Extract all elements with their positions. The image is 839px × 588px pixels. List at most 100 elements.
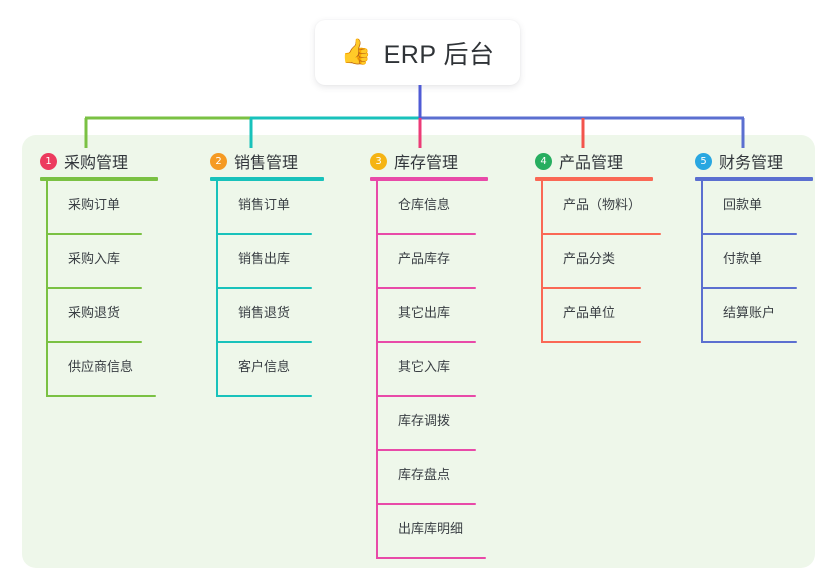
leaf-rule [376, 287, 476, 289]
branch-badge-1: 1 [40, 152, 57, 170]
list-item[interactable]: 销售订单 [216, 181, 352, 235]
branch-badge-3: 3 [370, 152, 387, 170]
branch-column-purchasing: 1 采购管理 采购订单 采购入库 采购退货 供应 [22, 135, 192, 568]
leaf-label: 产品库存 [398, 250, 451, 266]
list-item[interactable]: 销售退货 [216, 289, 352, 343]
leaf-spine-5 [701, 181, 703, 343]
branch-title-purchasing: 采购管理 [64, 155, 129, 172]
branch-title-sales: 销售管理 [234, 155, 299, 172]
leaf-rule [376, 503, 476, 505]
leaf-spine-4 [541, 181, 543, 343]
leaf-label: 库存盘点 [398, 466, 451, 482]
leaf-rule [46, 287, 142, 289]
leaf-rule [541, 341, 641, 343]
branch-columns: 1 采购管理 采购订单 采购入库 采购退货 供应 [22, 135, 815, 568]
leaf-rule [216, 233, 312, 235]
list-item[interactable]: 库存盘点 [376, 451, 517, 505]
leaf-rule [46, 233, 142, 235]
list-item[interactable]: 付款单 [701, 235, 815, 289]
list-item[interactable]: 销售出库 [216, 235, 352, 289]
leaf-label: 回款单 [723, 196, 763, 212]
root-node[interactable]: 👍 ERP 后台 [315, 20, 520, 85]
list-item[interactable]: 回款单 [701, 181, 815, 235]
leaf-list-finance: 回款单 付款单 结算账户 [701, 181, 815, 343]
list-item[interactable]: 出库库明细 [376, 505, 517, 559]
branch-badge-5: 5 [695, 152, 712, 170]
leaf-label: 产品（物料） [563, 196, 642, 212]
leaf-spine-2 [216, 181, 218, 397]
leaf-spine-3 [376, 181, 378, 559]
branch-badge-4: 4 [535, 152, 552, 170]
leaf-label: 出库库明细 [398, 520, 464, 536]
leaf-rule [376, 233, 476, 235]
list-item[interactable]: 供应商信息 [46, 343, 192, 397]
leaf-label: 销售出库 [238, 250, 291, 266]
leaf-list-product: 产品（物料） 产品分类 产品单位 [541, 181, 677, 343]
leaf-rule [541, 233, 661, 235]
branch-header-product[interactable]: 4 产品管理 [535, 135, 677, 181]
branch-column-inventory: 3 库存管理 仓库信息 产品库存 其它出库 其它 [352, 135, 517, 568]
branch-header-sales[interactable]: 2 销售管理 [210, 135, 352, 181]
leaf-label: 产品单位 [563, 304, 616, 320]
leaf-label: 其它出库 [398, 304, 451, 320]
root-node-label: ERP 后台 [383, 40, 495, 69]
branch-header-rule-4 [535, 177, 653, 181]
leaf-rule [216, 287, 312, 289]
leaf-rule [46, 395, 156, 397]
leaf-rule [541, 287, 641, 289]
branch-header-rule-3 [370, 177, 488, 181]
leaf-spine-1 [46, 181, 48, 397]
list-item[interactable]: 结算账户 [701, 289, 815, 343]
leaf-label: 供应商信息 [68, 358, 134, 374]
branch-header-rule-2 [210, 177, 324, 181]
leaf-list-inventory: 仓库信息 产品库存 其它出库 其它入库 库存调拨 [376, 181, 517, 559]
branch-header-rule-1 [40, 177, 158, 181]
list-item[interactable]: 客户信息 [216, 343, 352, 397]
list-item[interactable]: 其它出库 [376, 289, 517, 343]
list-item[interactable]: 产品单位 [541, 289, 677, 343]
leaf-rule [376, 557, 486, 559]
branch-title-inventory: 库存管理 [394, 155, 459, 172]
leaf-label: 付款单 [723, 250, 763, 266]
branch-header-finance[interactable]: 5 财务管理 [695, 135, 815, 181]
leaf-label: 产品分类 [563, 250, 616, 266]
leaf-rule [701, 287, 797, 289]
leaf-label: 采购退货 [68, 304, 121, 320]
leaf-rule [701, 341, 797, 343]
branch-header-rule-5 [695, 177, 813, 181]
branch-column-sales: 2 销售管理 销售订单 销售出库 销售退货 客户 [192, 135, 352, 568]
leaf-label: 仓库信息 [398, 196, 451, 212]
leaf-label: 客户信息 [238, 358, 291, 374]
leaf-rule [376, 395, 476, 397]
leaf-rule [46, 341, 142, 343]
list-item[interactable]: 采购退货 [46, 289, 192, 343]
list-item[interactable]: 产品分类 [541, 235, 677, 289]
leaf-rule [701, 233, 797, 235]
branch-title-finance: 财务管理 [719, 155, 784, 172]
branch-title-product: 产品管理 [559, 155, 624, 172]
list-item[interactable]: 产品（物料） [541, 181, 677, 235]
list-item[interactable]: 其它入库 [376, 343, 517, 397]
branch-column-product: 4 产品管理 产品（物料） 产品分类 产品单位 [517, 135, 677, 568]
list-item[interactable]: 采购入库 [46, 235, 192, 289]
branch-column-finance: 5 财务管理 回款单 付款单 结算账户 [677, 135, 815, 568]
branch-header-purchasing[interactable]: 1 采购管理 [40, 135, 192, 181]
leaf-rule [376, 341, 476, 343]
leaf-label: 其它入库 [398, 358, 451, 374]
branch-badge-2: 2 [210, 152, 227, 170]
thumbs-up-icon: 👍 [340, 38, 372, 66]
leaf-label: 销售退货 [238, 304, 291, 320]
leaf-label: 结算账户 [723, 304, 776, 320]
leaf-label: 销售订单 [238, 196, 291, 212]
leaf-rule [216, 395, 312, 397]
leaf-label: 采购入库 [68, 250, 121, 266]
leaf-rule [216, 341, 312, 343]
branches-panel [22, 135, 815, 568]
list-item[interactable]: 产品库存 [376, 235, 517, 289]
list-item[interactable]: 采购订单 [46, 181, 192, 235]
list-item[interactable]: 库存调拨 [376, 397, 517, 451]
list-item[interactable]: 仓库信息 [376, 181, 517, 235]
branch-header-inventory[interactable]: 3 库存管理 [370, 135, 517, 181]
leaf-rule [376, 449, 476, 451]
